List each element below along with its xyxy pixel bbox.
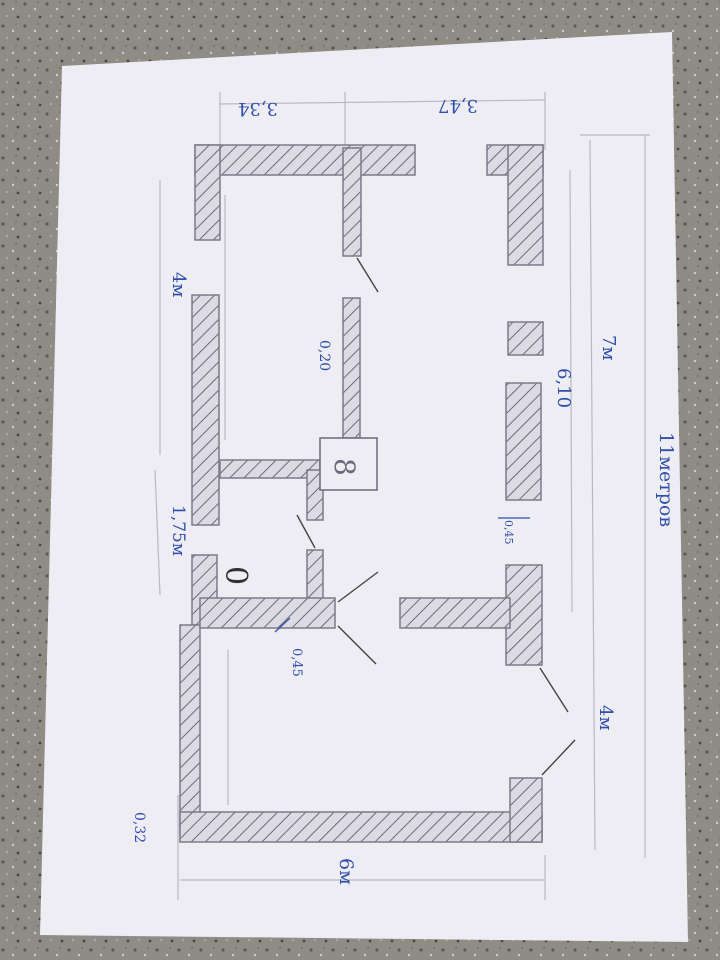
label-left-lower-depth: 1,75м (168, 505, 188, 556)
wall-right-5 (509, 777, 543, 843)
label-corridor-mark: 0,45 (502, 520, 515, 545)
label-wall-thickness-outer: 0,32 (131, 812, 147, 843)
walls (179, 144, 544, 843)
dimension-labels: 3,34 3,47 4м 0,20 1,75м 0,45 0,45 7м 6,1… (131, 95, 677, 885)
partition-bath-top (219, 459, 321, 479)
wall-right-4 (505, 564, 543, 666)
door-swings (296, 257, 576, 776)
label-overall-length: 11метров (655, 432, 677, 527)
label-room-depth-total: 7м (598, 335, 619, 360)
wall-top-left (194, 144, 416, 176)
label-left-upper-depth: 4м (168, 272, 189, 297)
wall-right-2 (507, 321, 544, 356)
wall-left-long (179, 624, 201, 836)
partition-bath-side (306, 469, 324, 521)
toilet-symbol: 0 (218, 566, 253, 585)
wall-mid-right (399, 597, 511, 629)
ink-arrows (274, 517, 530, 633)
label-overall-width: 6м (335, 858, 357, 885)
label-top-left-width: 3,34 (238, 98, 278, 119)
wall-right-3 (505, 382, 542, 501)
wall-bottom (179, 811, 543, 843)
wall-left-upper (194, 144, 221, 241)
label-lower-right-depth: 4м (595, 705, 616, 730)
wall-right-1 (507, 144, 544, 266)
label-door-width: 0,45 (289, 648, 304, 677)
partition-lower (342, 297, 361, 439)
label-top-right-width: 3,47 (438, 95, 478, 116)
partition-bath-side-2 (306, 549, 324, 601)
wall-left-mid (191, 294, 220, 526)
stove-symbol: 8 (328, 458, 361, 476)
stove-box (319, 437, 378, 491)
wall-mid-left (199, 597, 336, 629)
label-room-depth-inner: 6,10 (553, 368, 574, 408)
dimension-lines (154, 92, 650, 900)
label-wall-thickness-inner: 0,20 (316, 340, 332, 371)
partition-upper (342, 147, 362, 257)
